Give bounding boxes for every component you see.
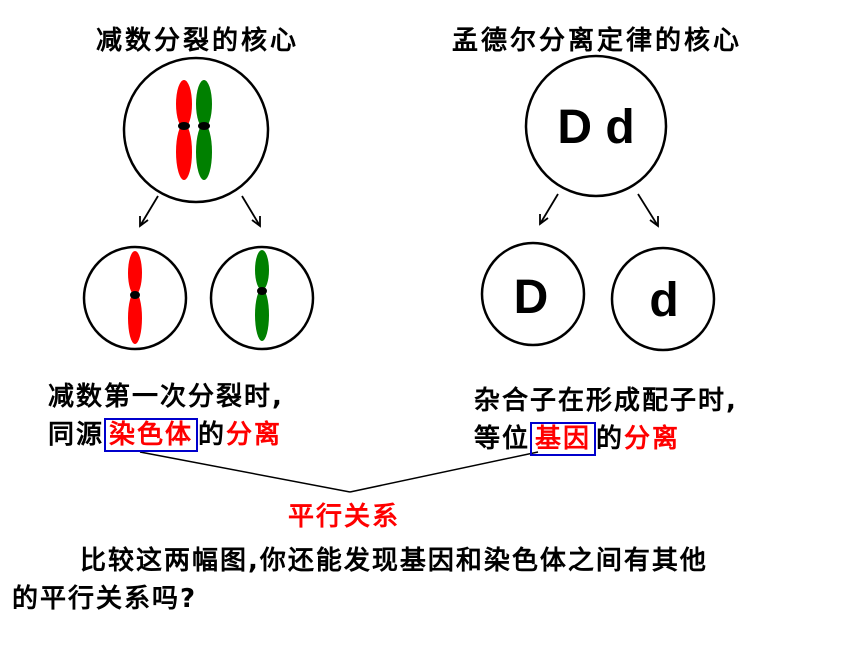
connector-line-left (139, 451, 351, 493)
daughter-cell-circle (209, 245, 315, 351)
parallel-relationship-label: 平行关系 (288, 502, 401, 532)
chromosome-highlight: 染色体 (104, 418, 199, 452)
allele-parent-label: D d (557, 101, 634, 154)
green-chromosome-arm-top (255, 250, 269, 290)
right-caption-line2: 等位基因的分离 (474, 418, 681, 456)
arrow-head (139, 216, 149, 228)
red-chromosome-arm-bottom (128, 292, 142, 344)
left-caption-mid: 的 (198, 420, 227, 450)
right-title: 孟德尔分离定律的核心 (452, 26, 743, 56)
arrow-line (539, 193, 559, 225)
left-separation-word: 分离 (226, 420, 283, 450)
arrow-head (649, 216, 659, 228)
right-separation-word: 分离 (624, 424, 681, 454)
left-caption-prefix: 同源 (48, 420, 105, 450)
arrow-line (241, 195, 261, 227)
parent-cell-circle (122, 56, 270, 204)
right-caption-line1: 杂合子在形成配子时, (474, 386, 738, 416)
left-caption-line1: 减数第一次分裂时, (48, 382, 284, 412)
question-line2: 的平行关系吗? (12, 584, 198, 614)
right-caption-prefix: 等位 (474, 424, 531, 454)
daughter-cell-circle (82, 245, 188, 351)
centromere (198, 122, 210, 130)
arrow-line (637, 193, 659, 227)
red-chromosome-arm-top (128, 251, 142, 295)
allele-child-label-D: D (514, 271, 549, 324)
left-title: 减数分裂的核心 (96, 26, 300, 56)
allele-child-circle-D (480, 241, 586, 347)
allele-child-circle-d (610, 246, 716, 352)
allele-child-label-d: d (649, 274, 678, 327)
gene-highlight: 基因 (530, 422, 597, 456)
centromere (178, 122, 190, 130)
allele-parent-circle (524, 54, 668, 198)
green-chromosome-arm-bottom (196, 124, 212, 180)
arrow-head (251, 216, 261, 228)
arrow-line (139, 195, 159, 227)
green-chromosome-arm-bottom (255, 289, 269, 341)
centromere (130, 291, 140, 299)
question-line1: 比较这两幅图,你还能发现基因和染色体之间有其他 (80, 546, 708, 576)
red-chromosome-arm-top (176, 80, 192, 128)
centromere (257, 287, 267, 295)
red-chromosome-arm-bottom (176, 124, 192, 180)
connector-line-right (349, 451, 539, 493)
arrow-head (539, 214, 549, 226)
right-caption-mid: 的 (596, 424, 625, 454)
green-chromosome-arm-top (196, 80, 212, 128)
left-caption-line2: 同源染色体的分离 (48, 414, 283, 452)
